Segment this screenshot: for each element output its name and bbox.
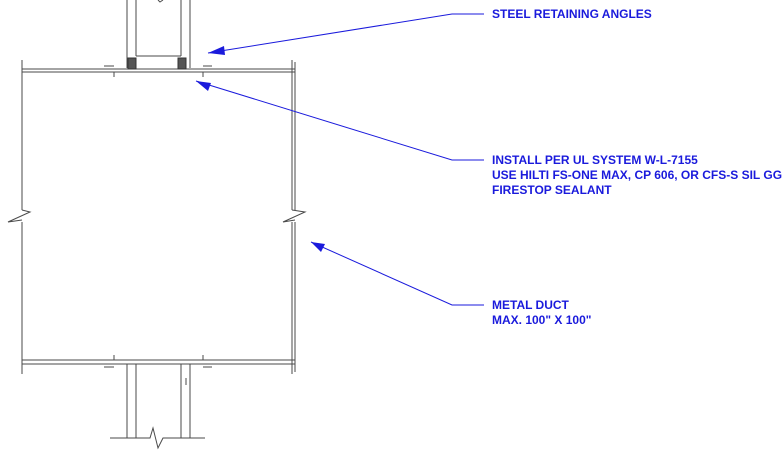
callout-text: FIRESTOP SEALANT [492, 183, 612, 197]
duct-penetration-detail [7, 0, 484, 450]
steel-angle-right [177, 57, 187, 70]
steel-angles [127, 57, 187, 70]
arrowhead [311, 242, 325, 252]
callout-retaining-angles: STEEL RETAINING ANGLES [492, 7, 652, 22]
duct-walls [7, 60, 307, 374]
break-mark [157, 0, 164, 3]
detail-drawing: STEEL RETAINING ANGLES INSTALL PER UL SY… [7, 0, 782, 450]
callout-text: MAX. 100" X 100" [492, 313, 592, 327]
leader-firestop [195, 80, 484, 161]
steel-angle-left [127, 57, 137, 70]
break-mark-left [7, 209, 32, 223]
callout-text: INSTALL PER UL SYSTEM W-L-7155 [492, 153, 698, 167]
top-flange [22, 65, 295, 77]
break-mark-bottom [110, 426, 205, 450]
callout-firestop: INSTALL PER UL SYSTEM W-L-7155 USE HILTI… [492, 153, 782, 198]
arrowhead [208, 46, 225, 55]
callout-text: METAL DUCT [492, 298, 569, 312]
leader-duct [310, 241, 484, 306]
leader-retaining-angles [207, 13, 484, 54]
upper-wall-section [126, 0, 191, 68]
lower-wall-section [110, 364, 205, 450]
callout-text: STEEL RETAINING ANGLES [492, 7, 652, 21]
callout-duct: METAL DUCT MAX. 100" X 100" [492, 298, 591, 328]
arrowhead [196, 81, 211, 91]
callout-text: USE HILTI FS-ONE MAX, CP 606, OR CFS-S S… [492, 168, 782, 182]
break-mark-right [282, 209, 307, 223]
bottom-flange [22, 355, 295, 368]
